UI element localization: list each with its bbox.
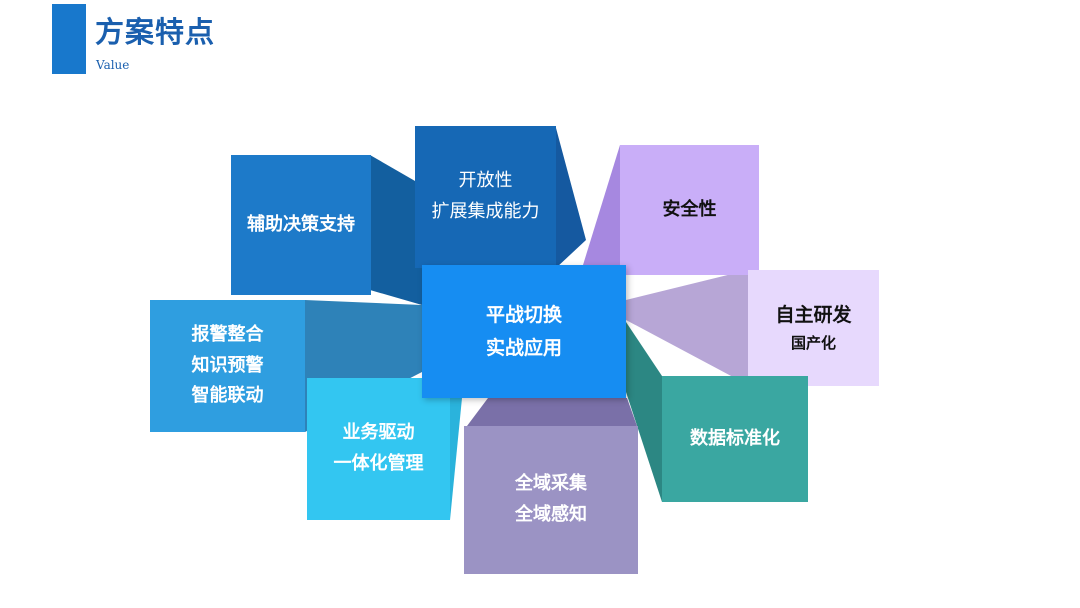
center-hub: 平战切换 实战应用 bbox=[422, 265, 626, 398]
box-data-standardization: 数据标准化 bbox=[662, 376, 808, 502]
box-alarm-integration: 报警整合 知识预警 智能联动 bbox=[150, 300, 305, 432]
connector-standard bbox=[626, 322, 662, 502]
page-subtitle: Value bbox=[96, 58, 130, 72]
box-collect-line-2: 全域感知 bbox=[515, 504, 587, 525]
box-self-development: 自主研发 国产化 bbox=[748, 270, 879, 386]
box-collect-line-1: 全域采集 bbox=[515, 473, 587, 495]
box-openness: 开放性 扩展集成能力 bbox=[415, 126, 556, 268]
connector-openness bbox=[556, 128, 586, 268]
box-alarm-line-1: 报警整合 bbox=[191, 324, 264, 346]
connector-selfdev bbox=[626, 270, 748, 385]
box-standard-line-1: 数据标准化 bbox=[690, 427, 780, 449]
box-selfdev-line-1: 自主研发 bbox=[775, 304, 852, 327]
center-line-1: 平战切换 bbox=[485, 304, 562, 327]
page-title: 方案特点 bbox=[95, 15, 216, 49]
connector-security bbox=[583, 145, 626, 295]
box-business-line-1: 业务驱动 bbox=[342, 422, 415, 444]
box-full-collection: 全域采集 全域感知 bbox=[464, 426, 638, 574]
box-business-driven: 业务驱动 一体化管理 bbox=[307, 378, 450, 520]
box-alarm-line-3: 智能联动 bbox=[191, 385, 264, 407]
connector-collect bbox=[464, 398, 637, 430]
connector-decision bbox=[370, 155, 422, 305]
box-decision-support: 辅助决策支持 bbox=[231, 155, 371, 295]
center-line-2: 实战应用 bbox=[485, 336, 562, 359]
box-selfdev-line-2: 国产化 bbox=[790, 334, 836, 353]
box-openness-line-2: 扩展集成能力 bbox=[431, 201, 540, 222]
box-security-line-1: 安全性 bbox=[662, 198, 717, 220]
box-business-line-2: 一体化管理 bbox=[333, 453, 424, 474]
box-alarm-line-2: 知识预警 bbox=[191, 354, 264, 376]
box-security: 安全性 bbox=[620, 145, 759, 275]
box-decision-line-1: 辅助决策支持 bbox=[247, 213, 355, 235]
box-openness-line-1: 开放性 bbox=[458, 170, 513, 192]
title-accent-bar bbox=[52, 4, 86, 74]
